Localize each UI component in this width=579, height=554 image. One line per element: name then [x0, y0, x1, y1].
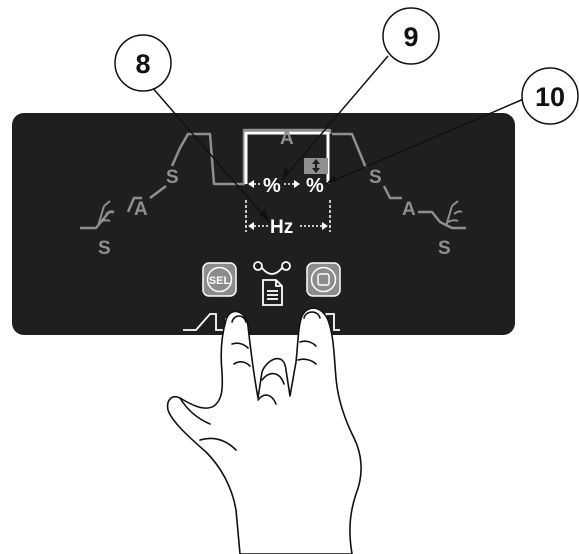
hz-indicator: Hz [245, 200, 331, 238]
callout-10: 10 [521, 67, 579, 125]
control-panel [12, 113, 515, 335]
phase-left-current-label: A [134, 199, 148, 220]
percent-right-label: % [306, 175, 324, 197]
torch-gas-icon-right [445, 200, 463, 227]
callout-9: 9 [382, 7, 440, 65]
phase-left-lower-label: S [98, 238, 111, 259]
callout-8-label: 8 [135, 49, 150, 79]
callout-9-label: 9 [403, 22, 418, 52]
sel-button-label: SEL [209, 275, 231, 287]
two-finger-hand-icon [166, 307, 362, 554]
phase-peak-current-label: A [280, 128, 294, 149]
up-down-arrow-icon [312, 159, 320, 173]
link-circles-icon [253, 261, 291, 275]
percent-left-label: % [263, 175, 281, 197]
torch-gas-icon-left [97, 200, 115, 227]
sel-button[interactable]: SEL [202, 262, 237, 297]
document-icon [262, 279, 283, 306]
phase-left-upper-label: S [166, 167, 179, 188]
hz-label: Hz [270, 217, 293, 238]
callout-arrowheads [259, 167, 337, 223]
square-button-icon[interactable] [306, 262, 341, 297]
phase-right-upper-label: S [369, 167, 382, 188]
phase-right-current-label: A [402, 199, 416, 220]
callout-10-label: 10 [535, 82, 565, 112]
callout-8: 8 [114, 34, 172, 92]
callout-leaders [150, 55, 527, 224]
percent-left-indicator: % [248, 175, 300, 197]
phase-right-lower-label: S [438, 238, 451, 259]
